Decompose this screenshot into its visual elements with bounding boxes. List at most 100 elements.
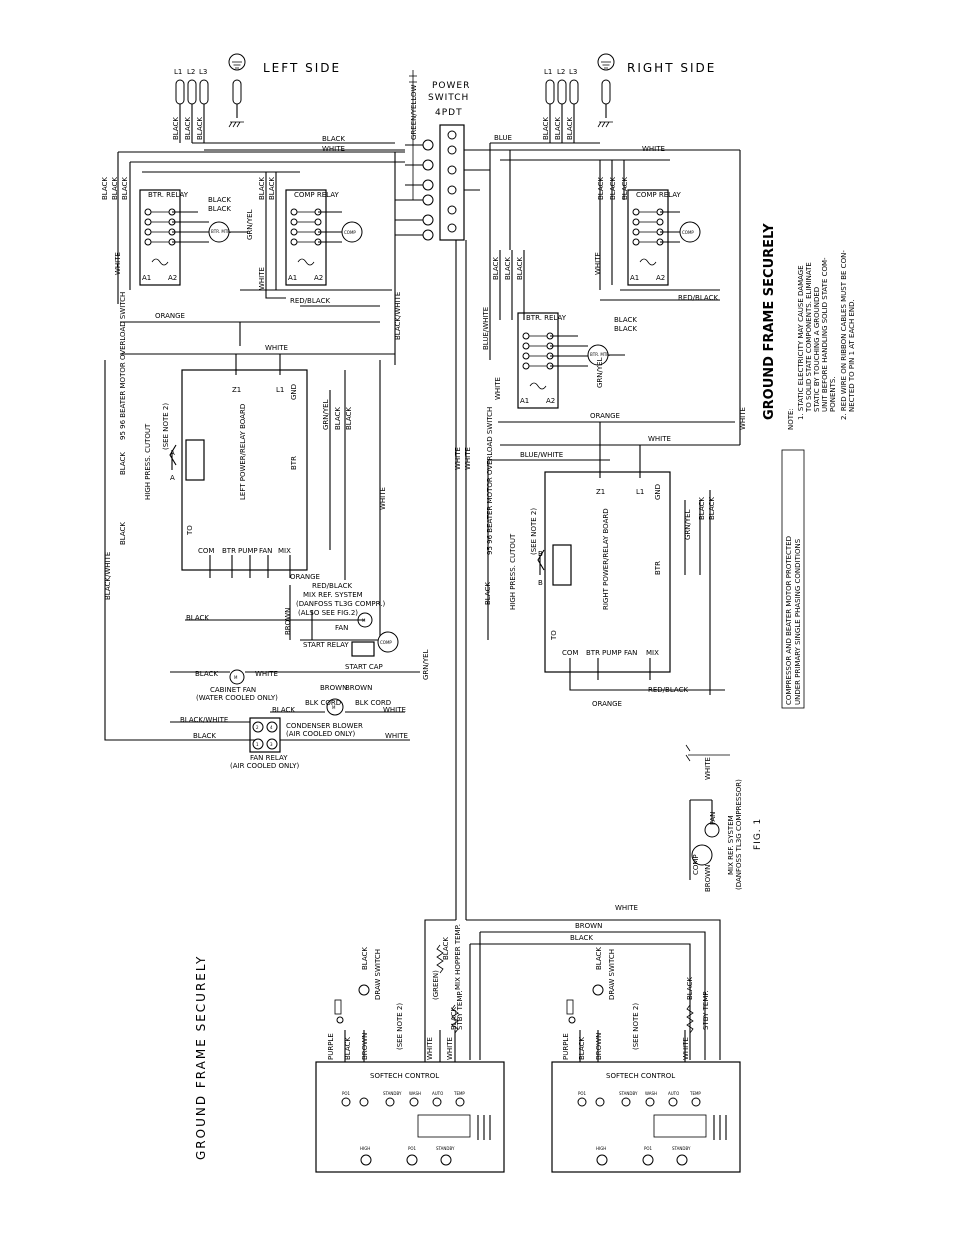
left-l2-label: L2 bbox=[187, 68, 195, 76]
svg-text:START RELAY: START RELAY bbox=[303, 641, 349, 649]
svg-text:GND: GND bbox=[290, 384, 298, 400]
svg-text:PO1: PO1 bbox=[342, 1091, 351, 1096]
svg-text:BLACK: BLACK bbox=[698, 497, 706, 520]
svg-text:ORANGE: ORANGE bbox=[592, 700, 622, 708]
svg-text:ORANGE: ORANGE bbox=[590, 412, 620, 420]
svg-text:WHITE: WHITE bbox=[648, 435, 671, 443]
svg-text:BTR. MTR.: BTR. MTR. bbox=[211, 229, 231, 234]
svg-text:BLACK: BLACK bbox=[708, 497, 716, 520]
svg-text:STANDBY: STANDBY bbox=[383, 1091, 402, 1096]
svg-text:BLACK: BLACK bbox=[186, 614, 209, 622]
svg-text:START CAP: START CAP bbox=[345, 663, 383, 671]
svg-text:L1: L1 bbox=[636, 488, 644, 496]
svg-text:M: M bbox=[332, 705, 336, 710]
svg-text:1. STATIC ELECTRICITY MAY CAU: 1. STATIC ELECTRICITY MAY CAUSE DAMAGE bbox=[797, 265, 805, 420]
svg-text:BLACK: BLACK bbox=[334, 407, 342, 430]
svg-text:BLACK: BLACK bbox=[442, 937, 450, 960]
svg-text:BLACK: BLACK bbox=[121, 177, 129, 200]
svg-text:UNIT BEFORE HANDLING SOLID STA: UNIT BEFORE HANDLING SOLID STATE COM- bbox=[821, 257, 829, 412]
svg-text:BLACK: BLACK bbox=[492, 257, 500, 280]
svg-text:Z1: Z1 bbox=[596, 488, 605, 496]
svg-text:WHITE: WHITE bbox=[379, 487, 387, 510]
right-supply-lines: L1 L2 L3 RIGHT SIDE BLACK BLACK BLACK bbox=[542, 53, 716, 143]
svg-text:BLACK: BLACK bbox=[345, 407, 353, 430]
svg-text:M: M bbox=[234, 675, 238, 680]
svg-text:GRN/YEL: GRN/YEL bbox=[596, 357, 604, 388]
svg-text:(SEE NOTE 2): (SEE NOTE 2) bbox=[530, 508, 538, 555]
svg-text:COM: COM bbox=[562, 649, 578, 657]
svg-text:BTR: BTR bbox=[222, 547, 236, 555]
svg-text:AUTO: AUTO bbox=[432, 1091, 443, 1096]
svg-text:TEMP: TEMP bbox=[453, 1091, 465, 1096]
svg-text:A1: A1 bbox=[520, 397, 529, 405]
left-mid-wiring: ORANGE WHITE Z1 L1 bbox=[120, 312, 395, 394]
svg-text:BTR. RELAY: BTR. RELAY bbox=[148, 191, 189, 199]
right-main-bus: BLUE WHITE BLACK BLACK BLACK WHITE WHITE bbox=[489, 134, 747, 445]
right-btr-relay: BLACK BLACK BLACK BTR. RELAY A1 A2 BTR. … bbox=[482, 250, 637, 409]
svg-text:4PDT: 4PDT bbox=[435, 108, 463, 118]
svg-text:BLK CORD: BLK CORD bbox=[355, 699, 391, 707]
svg-text:COM: COM bbox=[198, 547, 214, 555]
ground-frame-label-right: GROUND FRAME SECURELY bbox=[762, 223, 777, 420]
svg-text:BLACK: BLACK bbox=[614, 325, 637, 333]
right-mid-wiring: ORANGE WHITE BLUE/WHITE Z1 L1 bbox=[487, 412, 740, 640]
svg-text:(SEE NOTE 2): (SEE NOTE 2) bbox=[162, 403, 170, 450]
svg-text:COMP: COMP bbox=[692, 854, 700, 875]
fan-relay: 2 4 1 3 FAN RELAY (AIR COOLED ONLY) BLAC… bbox=[170, 716, 410, 770]
svg-text:GRN/YEL: GRN/YEL bbox=[246, 209, 254, 240]
svg-text:WHITE: WHITE bbox=[594, 252, 602, 275]
right-side-title: RIGHT SIDE bbox=[627, 61, 716, 75]
right-power-relay-board: RIGHT POWER/RELAY BOARD GND BTR TO COM B… bbox=[484, 407, 725, 708]
svg-text:WHITE: WHITE bbox=[464, 447, 472, 470]
svg-text:WHITE: WHITE bbox=[454, 447, 462, 470]
left-main-bus: BLACK WHITE BLACK BLACK BLACK WHITE bbox=[101, 135, 405, 304]
svg-text:4: 4 bbox=[270, 725, 273, 730]
svg-text:BLACK: BLACK bbox=[621, 177, 629, 200]
svg-text:B: B bbox=[538, 550, 543, 558]
svg-text:A2: A2 bbox=[546, 397, 555, 405]
svg-text:BROWN: BROWN bbox=[345, 684, 372, 692]
svg-text:2. RED WIRE ON RIBBON CABLES: 2. RED WIRE ON RIBBON CABLES MUST BE CON… bbox=[840, 250, 848, 420]
svg-text:GRN/YEL: GRN/YEL bbox=[322, 399, 330, 430]
left-power-relay-board: LEFT POWER/RELAY BOARD GND BTR TO COM BT… bbox=[119, 292, 308, 578]
svg-text:WHITE: WHITE bbox=[642, 145, 665, 153]
svg-text:3: 3 bbox=[270, 742, 273, 747]
svg-text:BROWN: BROWN bbox=[320, 684, 347, 692]
svg-text:PO1: PO1 bbox=[408, 1146, 417, 1151]
svg-text:BLACK: BLACK bbox=[484, 582, 492, 605]
left-supply-lines: L1 L2 L3 LEFT SIDE BLACK BLACK BLACK bbox=[172, 53, 339, 143]
svg-text:WHITE: WHITE bbox=[114, 252, 122, 275]
left-overload-switch bbox=[185, 439, 205, 481]
svg-text:MIX REF. SYSTEM: MIX REF. SYSTEM bbox=[727, 815, 735, 875]
svg-text:PO1: PO1 bbox=[578, 1091, 587, 1096]
svg-text:CONDENSER BLOWER: CONDENSER BLOWER bbox=[286, 722, 363, 730]
svg-text:WASH: WASH bbox=[645, 1091, 657, 1096]
svg-text:(SEE NOTE 2): (SEE NOTE 2) bbox=[632, 1003, 640, 1050]
svg-text:BLACK: BLACK bbox=[504, 257, 512, 280]
svg-text:SWITCH: SWITCH bbox=[428, 93, 469, 103]
mix-ref-system: MIX REF. SYSTEM (DANFOSS TL3G COMPR.) (A… bbox=[185, 573, 430, 680]
svg-text:BROWN: BROWN bbox=[575, 922, 602, 930]
svg-text:BTR. RELAY: BTR. RELAY bbox=[526, 314, 567, 322]
svg-text:BLUE: BLUE bbox=[494, 134, 512, 142]
svg-text:GRN/YEL: GRN/YEL bbox=[684, 509, 692, 540]
svg-text:1: 1 bbox=[256, 742, 259, 747]
svg-text:L1: L1 bbox=[276, 386, 284, 394]
svg-text:A: A bbox=[170, 474, 175, 482]
svg-text:WHITE: WHITE bbox=[258, 267, 266, 290]
svg-text:A2: A2 bbox=[656, 274, 665, 282]
svg-text:WHITE: WHITE bbox=[322, 145, 345, 153]
svg-text:TO SOLID STATE COMPONENTS. EL: TO SOLID STATE COMPONENTS. ELIMINATE bbox=[805, 262, 813, 413]
right-overload-switch bbox=[552, 544, 572, 586]
svg-text:FAN RELAY: FAN RELAY bbox=[250, 754, 288, 762]
right-draw-switch-icon bbox=[592, 984, 604, 996]
bottom-harness: WHITE BROWN BLACK bbox=[424, 904, 721, 1060]
phasing-notice-line1: COMPRESSOR AND BEATER MOTOR PROTECTED bbox=[785, 536, 793, 705]
cabinet-fan-motor-icon bbox=[229, 669, 245, 685]
svg-text:DRAW SWITCH: DRAW SWITCH bbox=[374, 949, 382, 1000]
svg-text:ORANGE: ORANGE bbox=[155, 312, 185, 320]
svg-text:GRN/YEL: GRN/YEL bbox=[422, 649, 430, 680]
svg-text:BROWN: BROWN bbox=[595, 1033, 603, 1060]
svg-text:BLACK: BLACK bbox=[184, 117, 192, 140]
svg-text:SOFTECH CONTROL: SOFTECH CONTROL bbox=[606, 1072, 675, 1080]
